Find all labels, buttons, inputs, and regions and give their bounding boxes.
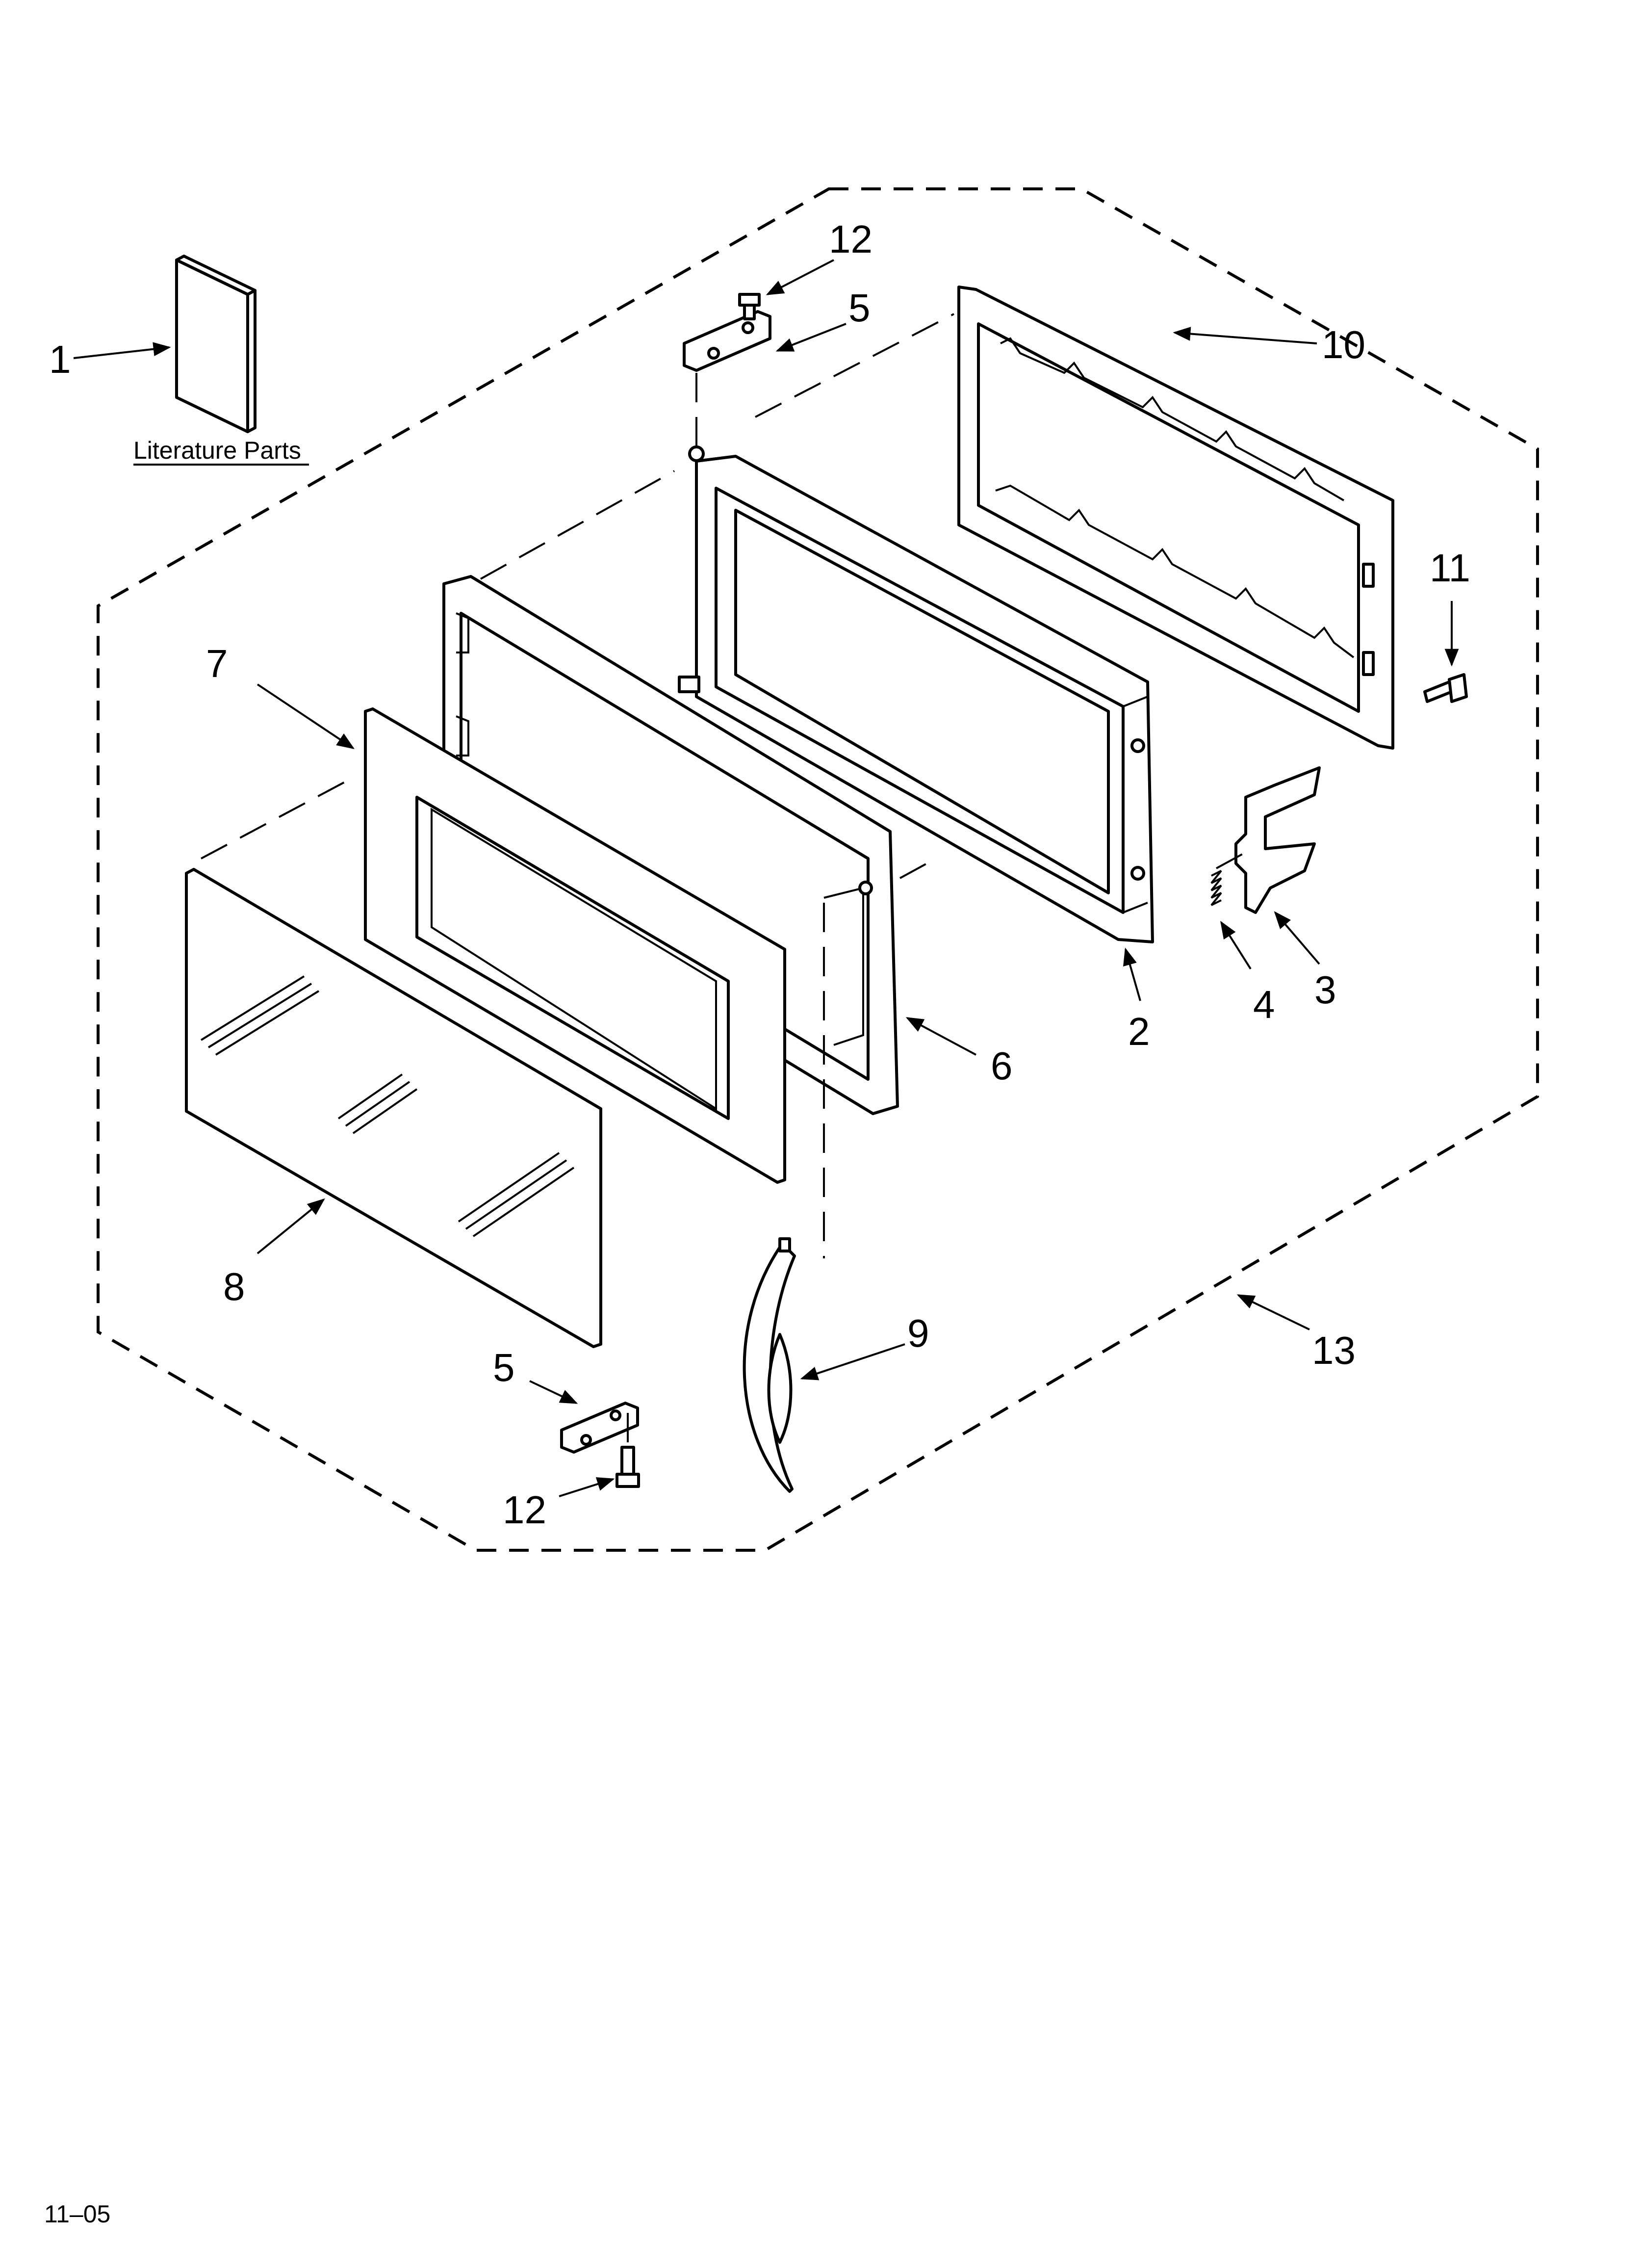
leader-3 <box>1274 911 1320 965</box>
callout-4: 4 <box>1253 983 1275 1026</box>
leader-5a <box>775 323 847 352</box>
callout-10: 10 <box>1322 323 1365 366</box>
page-code: 11–05 <box>44 2200 110 2228</box>
screw-right-part <box>1423 673 1468 703</box>
screw-top-part <box>738 293 761 320</box>
assembly-line-spring <box>1216 853 1244 869</box>
latch-lever-part <box>1234 766 1321 914</box>
callout-5-bottom: 5 <box>493 1346 515 1389</box>
leader-4 <box>1220 920 1252 970</box>
leader-13 <box>1236 1294 1310 1330</box>
leader-10 <box>1173 327 1317 344</box>
callout-12-top: 12 <box>829 217 872 261</box>
latch-spring-part <box>1210 870 1222 906</box>
leader-2 <box>1123 947 1141 1001</box>
callout-13: 13 <box>1312 1329 1356 1372</box>
leader-8 <box>257 1198 325 1254</box>
callout-5-top: 5 <box>848 286 871 330</box>
assembly-line-glass <box>201 777 354 860</box>
leader-12b <box>559 1477 615 1497</box>
inner-door-frame-part <box>678 445 1154 943</box>
leader-7 <box>257 683 355 749</box>
assembly-line-frame <box>480 470 675 580</box>
screw-bottom-part <box>616 1446 640 1488</box>
callout-2: 2 <box>1128 1010 1150 1053</box>
callout-6: 6 <box>991 1044 1013 1088</box>
callout-9: 9 <box>907 1311 929 1355</box>
callout-12-bottom: 12 <box>503 1488 546 1532</box>
leader-12a <box>766 259 834 295</box>
door-trim-part <box>364 707 786 1184</box>
callout-11: 11 <box>1430 546 1470 590</box>
assembly-boundary <box>97 187 1539 1552</box>
assembly-line-top <box>755 313 954 418</box>
assembly-line-panel <box>899 862 927 879</box>
door-handle-part <box>743 1237 796 1493</box>
leader-5b <box>529 1380 578 1404</box>
callout-3: 3 <box>1314 968 1336 1012</box>
hinge-bracket-top-part <box>683 310 771 372</box>
callout-8: 8 <box>223 1265 245 1308</box>
callout-1: 1 <box>49 338 71 381</box>
choke-frame-part <box>957 286 1394 750</box>
door-glass-part <box>185 868 602 1348</box>
literature-booklet-part <box>175 255 257 433</box>
literature-caption: Literature Parts <box>133 437 301 464</box>
leader-1 <box>73 342 171 359</box>
callout-7: 7 <box>206 642 228 685</box>
leader-6 <box>905 1017 976 1056</box>
leader-9 <box>800 1343 905 1381</box>
hinge-bracket-bottom-part <box>560 1402 639 1454</box>
